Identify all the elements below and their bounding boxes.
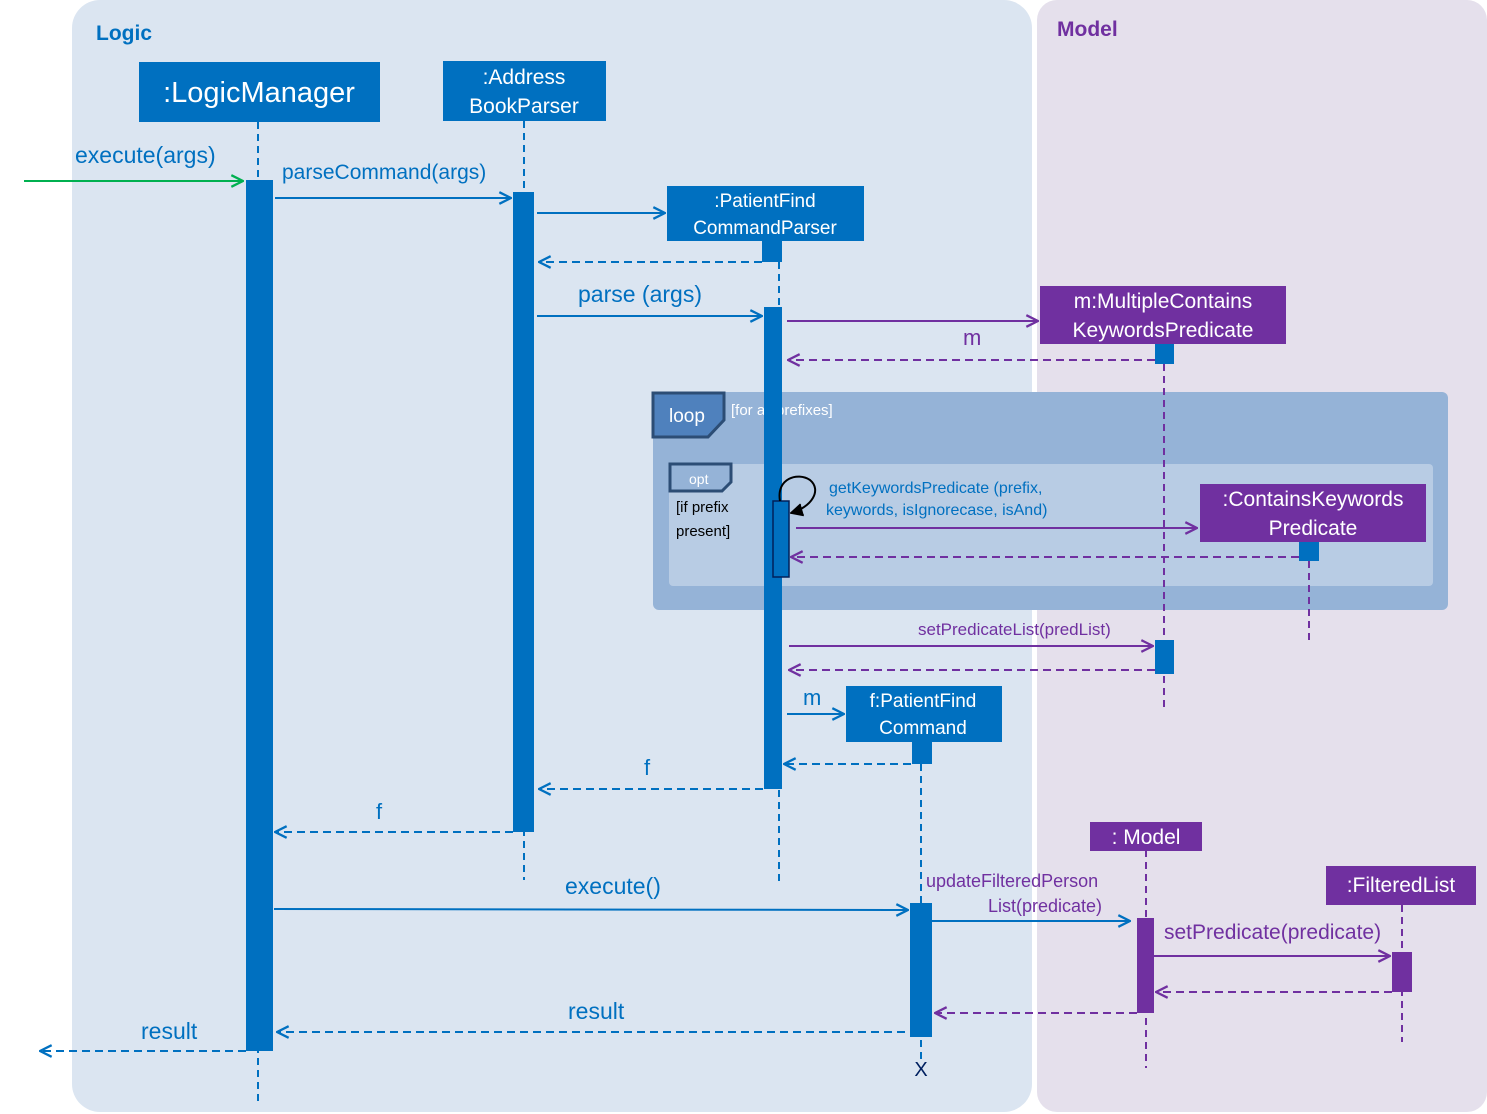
participant-contains-keywords-predicate-line2: Predicate	[1269, 517, 1358, 540]
participant-contains-keywords-predicate-line1: :ContainsKeywords	[1223, 488, 1404, 511]
message-execute-label: execute()	[565, 873, 661, 899]
participant-model-box	[1090, 822, 1202, 851]
message-execute-arrow	[273, 909, 908, 910]
message-get-keywords-line2: keywords, isIgnorecase, isAnd)	[826, 502, 1047, 519]
participant-model-label: : Model	[1112, 826, 1181, 849]
opt-tag-shape	[668, 462, 733, 493]
activation-multiple-predicate-ctor	[1155, 344, 1174, 364]
participant-address-book-parser-line1: :Address	[483, 66, 566, 89]
participant-patient-find-command-line2: Command	[879, 718, 967, 739]
participant-logic-manager-label: :LogicManager	[163, 77, 355, 109]
message-set-predicate-list-label: setPredicateList(predList)	[918, 620, 1111, 639]
activation-multiple-predicate-set	[1155, 640, 1174, 674]
participant-multiple-contains-predicate-line2: KeywordsPredicate	[1073, 319, 1254, 342]
message-create-m-label: m	[963, 325, 981, 350]
message-result-inner-label: result	[568, 998, 625, 1024]
logic-frame	[72, 0, 1032, 1112]
message-return-f-parse-label: f	[644, 755, 651, 780]
message-update-filtered-line1: updateFilteredPerson	[926, 871, 1098, 891]
activation-address-book-parser	[513, 192, 534, 832]
activation-find-command-parser-self	[772, 500, 790, 578]
destroy-marker: X	[914, 1059, 927, 1081]
participant-contains-keywords-predicate-box	[1200, 484, 1426, 542]
participant-find-command-parser-line1: :PatientFind	[714, 191, 815, 212]
message-parse-command-label: parseCommand(args)	[282, 161, 486, 184]
activation-logic-manager	[246, 180, 273, 1051]
activation-model	[1137, 918, 1154, 1013]
message-set-predicate-label: setPredicate(predicate)	[1164, 921, 1381, 944]
loop-tag-label: loop	[669, 406, 705, 427]
message-create-command-label: m	[803, 685, 821, 710]
opt-guard-line2: present]	[676, 523, 730, 540]
message-return-f-parser-label: f	[376, 799, 383, 824]
participant-patient-find-command-line1: f:PatientFind	[870, 691, 977, 712]
participant-filtered-list-label: :FilteredList	[1347, 874, 1456, 897]
participant-filtered-list-box	[1326, 866, 1476, 905]
participant-address-book-parser-line2: BookParser	[469, 95, 579, 118]
loop-tag-shape	[651, 391, 726, 439]
participant-find-command-parser-line2: CommandParser	[693, 218, 837, 239]
activation-find-command-parser-ctor	[762, 241, 782, 262]
logic-frame-title: Logic	[96, 22, 152, 45]
message-parse-args-label: parse (args)	[578, 281, 702, 307]
model-frame-title: Model	[1057, 18, 1118, 41]
message-update-filtered-line2: List(predicate)	[988, 896, 1102, 916]
activation-patient-find-command-ctor	[912, 742, 932, 764]
participant-multiple-contains-predicate-line1: m:MultipleContains	[1074, 290, 1253, 313]
message-get-keywords-line1: getKeywordsPredicate (prefix,	[829, 480, 1042, 497]
participant-address-book-parser-box	[443, 61, 606, 121]
opt-guard-line1: [if prefix	[676, 499, 729, 516]
participant-logic-manager-box	[139, 62, 380, 122]
activation-contains-predicate-ctor	[1299, 542, 1319, 561]
participant-find-command-parser-box	[667, 186, 864, 241]
activation-patient-find-command-execute	[910, 903, 932, 1037]
message-execute-args-label: execute(args)	[75, 142, 216, 168]
message-self-call-arrow	[778, 475, 817, 513]
participant-multiple-contains-predicate-box	[1040, 286, 1286, 344]
participant-patient-find-command-box	[846, 686, 1002, 742]
opt-tag-label: opt	[689, 471, 709, 487]
activation-filtered-list	[1392, 952, 1412, 992]
message-result-outer-label: result	[141, 1018, 198, 1044]
